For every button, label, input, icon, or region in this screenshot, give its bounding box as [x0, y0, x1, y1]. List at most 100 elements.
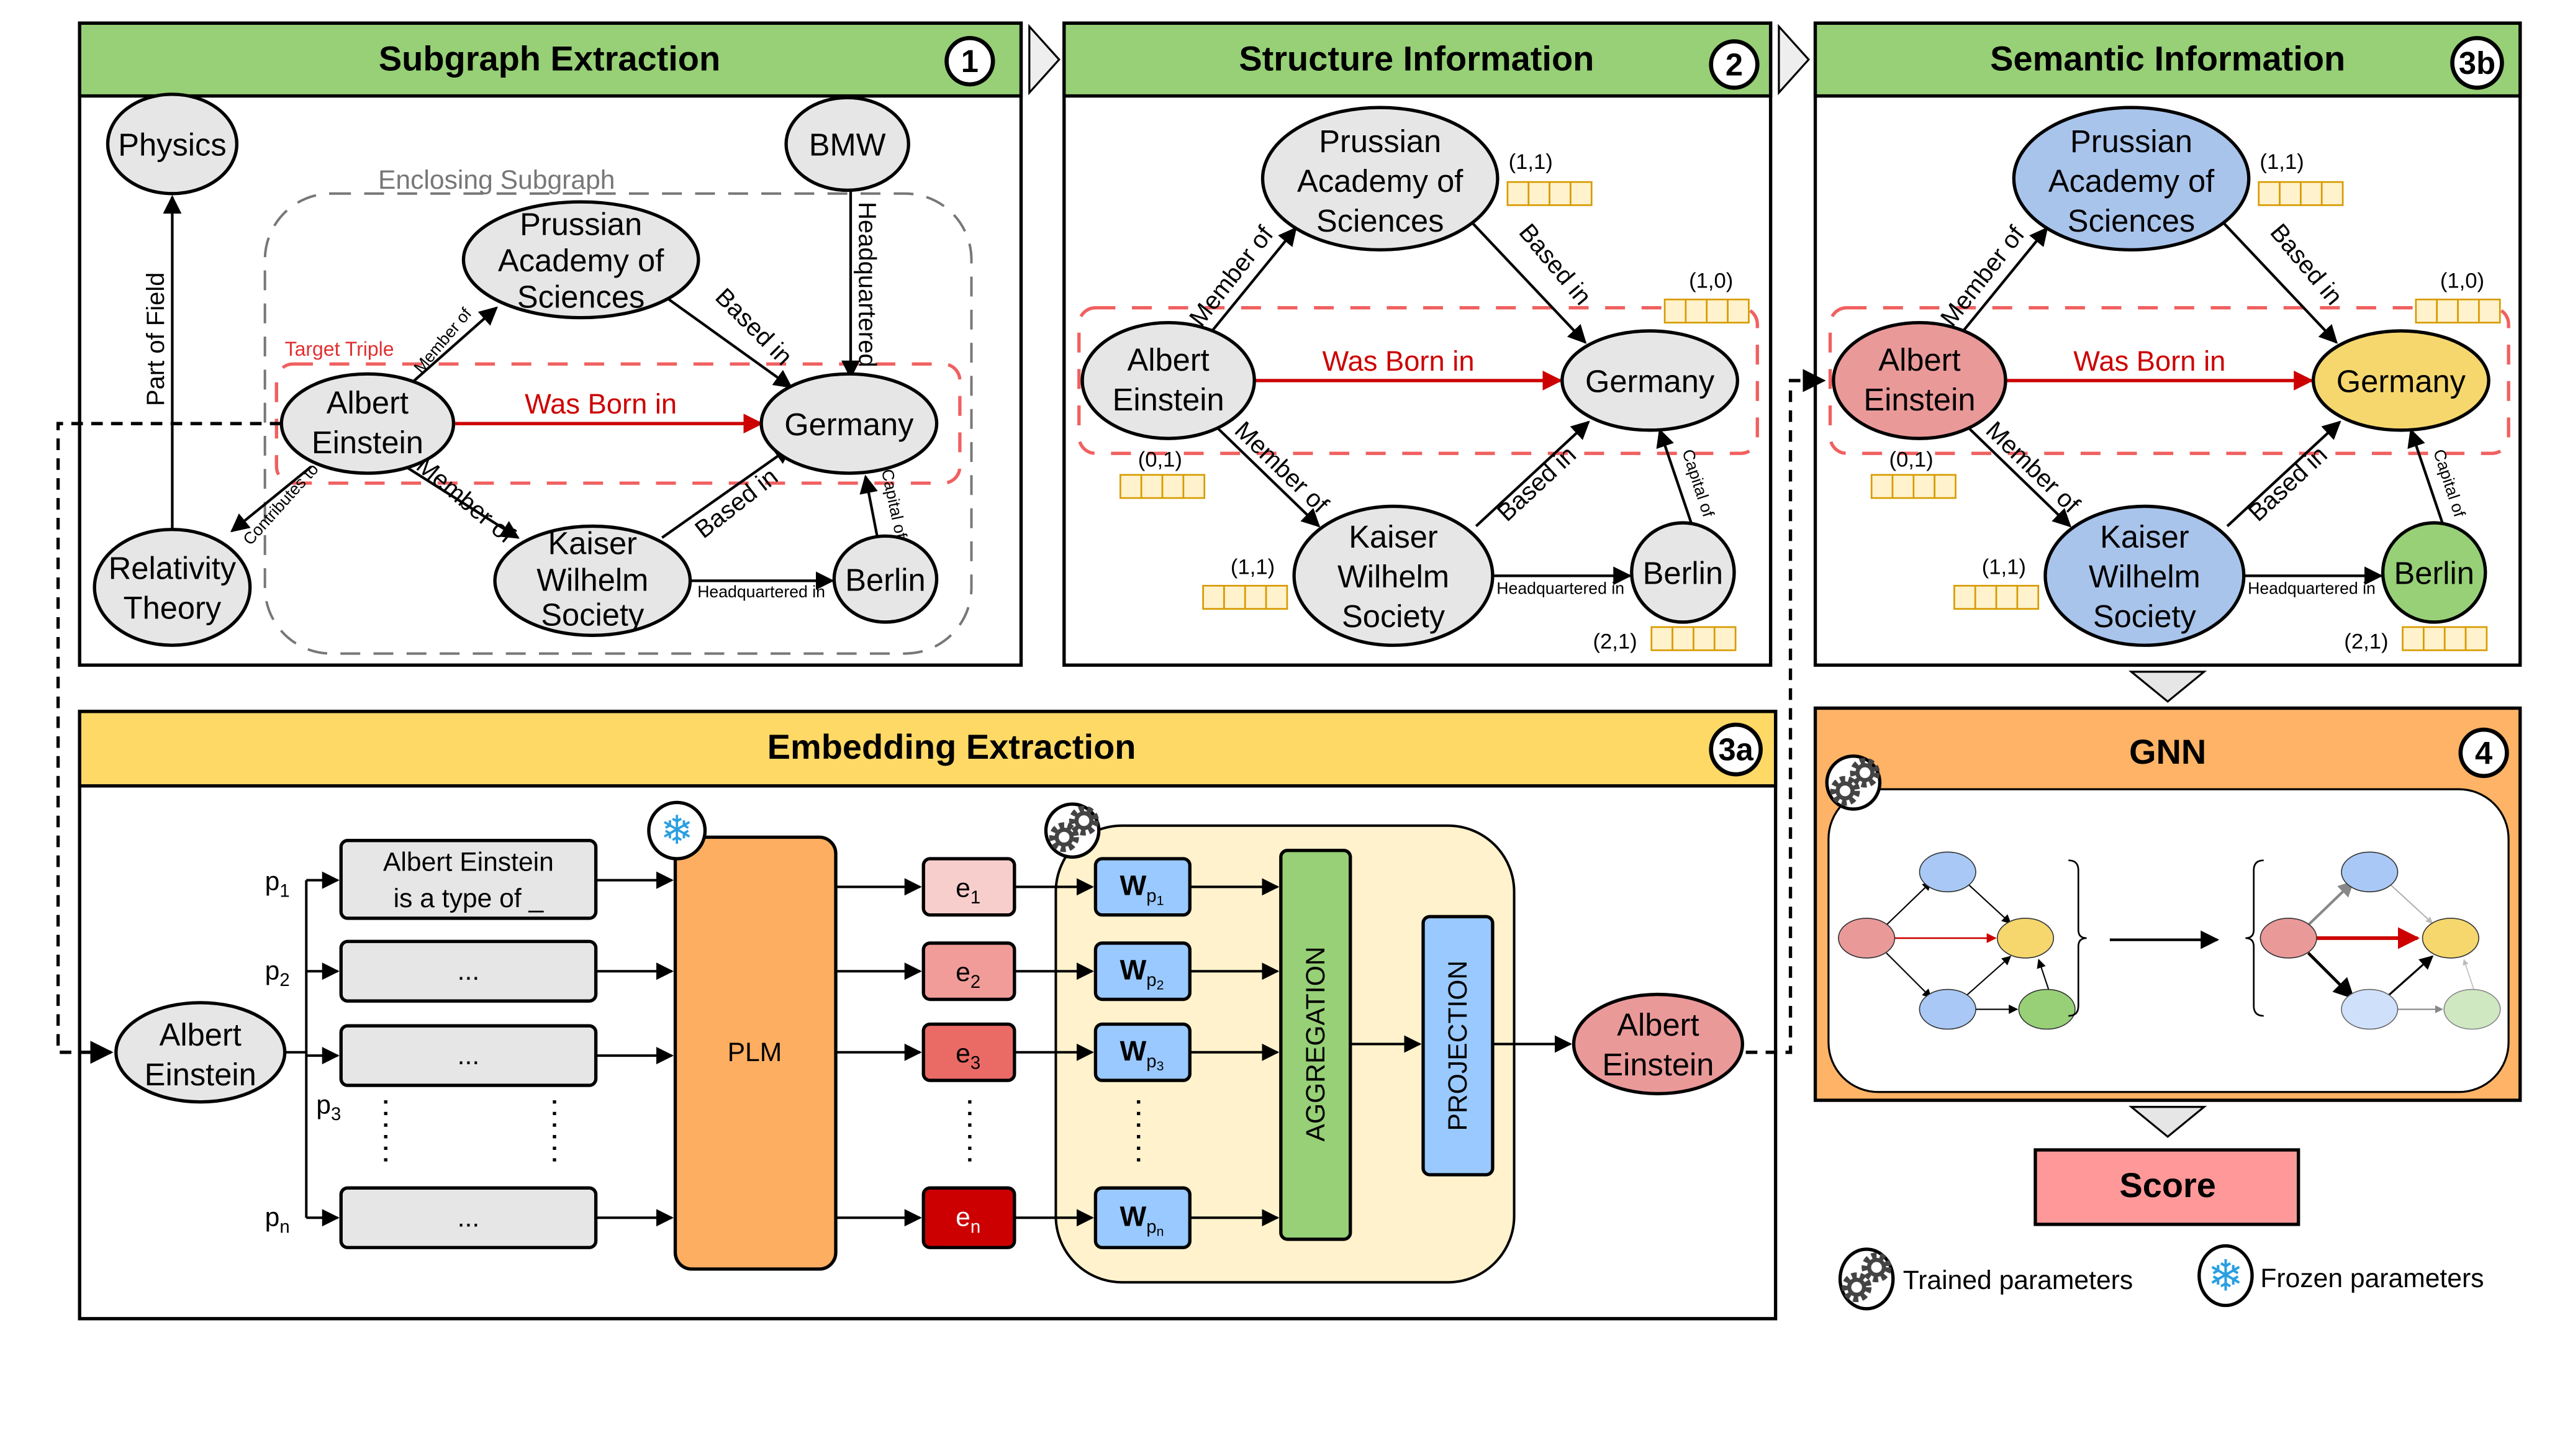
- panel-title: Semantic Information: [1990, 38, 2345, 78]
- svg-text:Albert: Albert: [1128, 342, 1210, 378]
- svg-text:❄: ❄: [2207, 1252, 2243, 1300]
- structure-label-albert: (0,1): [1120, 448, 1206, 499]
- svg-text:Wilhelm: Wilhelm: [2089, 559, 2201, 594]
- panel-structure-information: Structure Information 2 Member of Based …: [1062, 21, 1773, 667]
- svg-text:Berlin: Berlin: [1643, 556, 1723, 591]
- svg-text:Albert: Albert: [1878, 342, 1960, 378]
- panel-header: [78, 21, 1023, 98]
- svg-text:Kaiser: Kaiser: [548, 526, 638, 561]
- svg-text:Academy of: Academy of: [2048, 163, 2215, 199]
- panel-subgraph-extraction: Subgraph Extraction 1 Enclosing Subgraph…: [78, 21, 1023, 667]
- embedding-en: en: [921, 1186, 1016, 1249]
- score-box: Score: [2033, 1148, 2300, 1226]
- edge-capital-of: [1656, 428, 1693, 523]
- step-badge-label: 4: [2475, 735, 2492, 771]
- down-arrow-icon: [2128, 1106, 2207, 1138]
- svg-text:...: ...: [458, 1203, 480, 1232]
- step-badge-label: 1: [961, 43, 979, 79]
- edge-based-in: [1472, 222, 1587, 344]
- structure-label-germany: (1,0): [2415, 269, 2501, 323]
- panel-title: Structure Information: [1239, 38, 1594, 78]
- svg-text:Sciences: Sciences: [517, 279, 645, 315]
- node-germany: Germany: [1560, 329, 1739, 432]
- step-badge: [944, 35, 995, 87]
- svg-text:AGGREGATION: AGGREGATION: [1301, 946, 1331, 1141]
- attention-graph: [2260, 851, 2501, 1030]
- target-triple-box: [1828, 305, 2510, 455]
- svg-text:...: ...: [458, 1041, 480, 1070]
- structure-label-prussian: (1,1): [2258, 150, 2344, 206]
- svg-text:Einstein: Einstein: [312, 425, 423, 460]
- target-relation-label: Was Born in: [2073, 345, 2225, 377]
- svg-text:(1,0): (1,0): [1689, 269, 1733, 293]
- svg-text:BMW: BMW: [809, 127, 886, 162]
- svg-text:Kaiser: Kaiser: [1349, 519, 1438, 554]
- panel-gnn: GNN 4: [1813, 706, 2522, 1102]
- target-relation-label: Was Born in: [1323, 345, 1475, 377]
- snowflake-icon: ❄: [2197, 1244, 2254, 1308]
- projection-block: PROJECTION: [1421, 915, 1495, 1177]
- svg-text:Wilhelm: Wilhelm: [536, 562, 648, 597]
- input-graph: [1838, 851, 2076, 1030]
- edge-label: Headquartered in: [697, 582, 825, 601]
- svg-text:...: ...: [458, 956, 480, 986]
- panel-semantic-information: Semantic Information 3b Member of Based …: [1813, 21, 2522, 667]
- node-bmw: BMW: [784, 96, 910, 192]
- prompt-box: ...: [339, 1186, 598, 1249]
- step-badge-label: 3b: [2459, 45, 2495, 81]
- panel-title: Embedding Extraction: [767, 727, 1136, 766]
- weight-wp3: Wp3: [1093, 1022, 1192, 1082]
- structure-label-prussian: (1,1): [1506, 150, 1593, 206]
- panel-title: GNN: [2129, 732, 2206, 771]
- svg-text:(2,1): (2,1): [1593, 630, 1637, 654]
- node-berlin: Berlin: [832, 534, 939, 624]
- structure-label-albert: (0,1): [1870, 448, 1957, 499]
- svg-text:Berlin: Berlin: [845, 562, 925, 597]
- svg-text:Albert: Albert: [327, 385, 409, 420]
- enclosing-subgraph-label: Enclosing Subgraph: [378, 165, 615, 195]
- edge-label: Headquartered: [853, 202, 880, 368]
- edge-based-in: [1475, 420, 1590, 527]
- svg-text:Relativity: Relativity: [109, 551, 237, 586]
- edge-member-of: [1206, 227, 1297, 337]
- prompt-branch: [284, 880, 308, 1218]
- snowflake-icon: ❄: [647, 800, 707, 861]
- edge-based-in: [661, 445, 793, 539]
- flow-connector-to-embedding: [56, 422, 282, 1064]
- edge-based-in: [661, 293, 793, 389]
- gears-icon: [1825, 754, 1882, 811]
- prompt-box: ...: [339, 1024, 598, 1087]
- flow-connector-to-semantic: [1745, 369, 1826, 1054]
- legend: Trained parameters ❄ Frozen parameters: [1838, 1244, 2484, 1311]
- svg-text:(0,1): (0,1): [1138, 448, 1182, 471]
- svg-text:(1,1): (1,1): [1982, 556, 2026, 579]
- edge-label: Headquartered in: [2248, 579, 2376, 598]
- svg-text:(0,1): (0,1): [1889, 448, 1934, 471]
- target-triple-box: [1077, 305, 1759, 455]
- edge-member-of: [1966, 425, 2072, 528]
- prompt-box: ...: [339, 939, 598, 1003]
- svg-text:Germany: Germany: [2337, 364, 2466, 399]
- step-badge: [2450, 35, 2504, 90]
- structure-label-germany: (1,0): [1663, 269, 1750, 323]
- edge-contributes-to: [230, 465, 312, 533]
- svg-text:e2: e2: [956, 957, 980, 992]
- svg-text:(1,1): (1,1): [1231, 556, 1275, 579]
- embedding-e2: e2: [921, 941, 1016, 1002]
- svg-text:Germany: Germany: [1585, 364, 1715, 399]
- svg-text:(1,1): (1,1): [2260, 150, 2304, 174]
- edge-based-in: [2226, 420, 2341, 527]
- svg-text:e3: e3: [956, 1039, 980, 1074]
- step-badge-label: 2: [1726, 47, 1743, 82]
- svg-text:Einstein: Einstein: [1602, 1047, 1714, 1082]
- bracket-left: [2245, 859, 2264, 1017]
- svg-text:Society: Society: [1342, 599, 1445, 634]
